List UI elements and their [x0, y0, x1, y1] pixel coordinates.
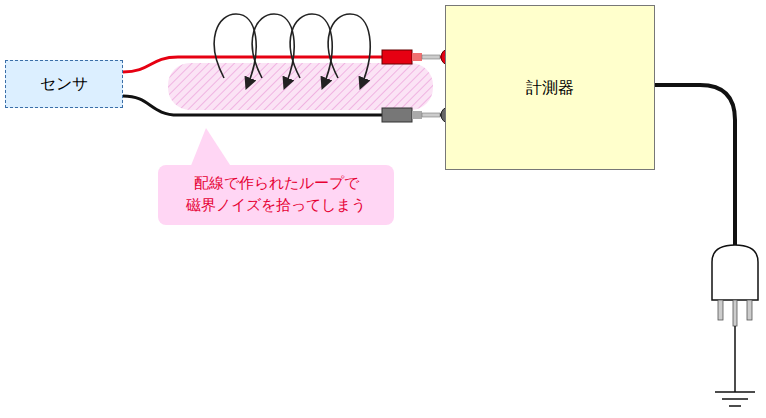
- callout-bubble: 配線で作られたループで 磁界ノイズを拾ってしまう: [158, 165, 394, 225]
- flux-loop: [252, 14, 294, 84]
- instrument-box: 計測器: [445, 5, 655, 170]
- node-label: 配線で作られたループで 磁界ノイズを拾ってしまう: [186, 174, 366, 214]
- power-cord: [655, 85, 758, 406]
- flux-loop: [214, 14, 256, 84]
- magnetic-flux: [214, 14, 370, 84]
- node-label: センサ: [40, 74, 88, 95]
- sensor-box: センサ: [5, 60, 123, 108]
- flux-loop: [290, 14, 332, 84]
- loop-area: [168, 63, 433, 110]
- flux-loop: [328, 14, 370, 84]
- node-label: 計測器: [526, 78, 574, 97]
- callout-pointer: [190, 128, 232, 168]
